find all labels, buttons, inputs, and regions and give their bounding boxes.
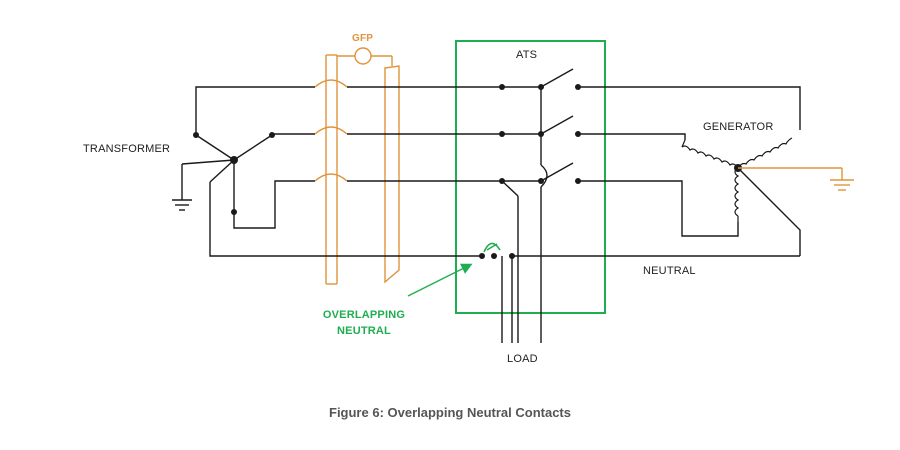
ats-enclosure	[455, 40, 606, 314]
overlapping-label-line1: OVERLAPPING	[322, 309, 406, 321]
neutral-label: NEUTRAL	[643, 265, 696, 277]
load-label: LOAD	[507, 353, 538, 365]
gfp-sensor	[314, 47, 400, 285]
phase-wires	[195, 86, 800, 257]
generator-label: GENERATOR	[703, 121, 774, 133]
ats-label: ATS	[516, 49, 538, 61]
annotation-arrow	[407, 263, 473, 297]
generator-symbol	[681, 137, 793, 222]
transformer-label: TRANSFORMER	[83, 143, 171, 155]
overlapping-neutral-contact	[483, 242, 501, 253]
generator-wires	[578, 86, 801, 256]
figure-caption: Figure 6: Overlapping Neutral Contacts	[329, 405, 571, 420]
ats-switch-contacts	[501, 68, 574, 343]
overlapping-label-line2: NEUTRAL	[337, 325, 391, 337]
ats-contact-nodes	[479, 84, 581, 259]
transformer-symbol	[172, 134, 273, 212]
generator-ground	[738, 167, 854, 191]
gfp-label: GFP	[352, 33, 374, 44]
overlapping-neutral-label: OVERLAPPING NEUTRAL	[318, 307, 410, 339]
